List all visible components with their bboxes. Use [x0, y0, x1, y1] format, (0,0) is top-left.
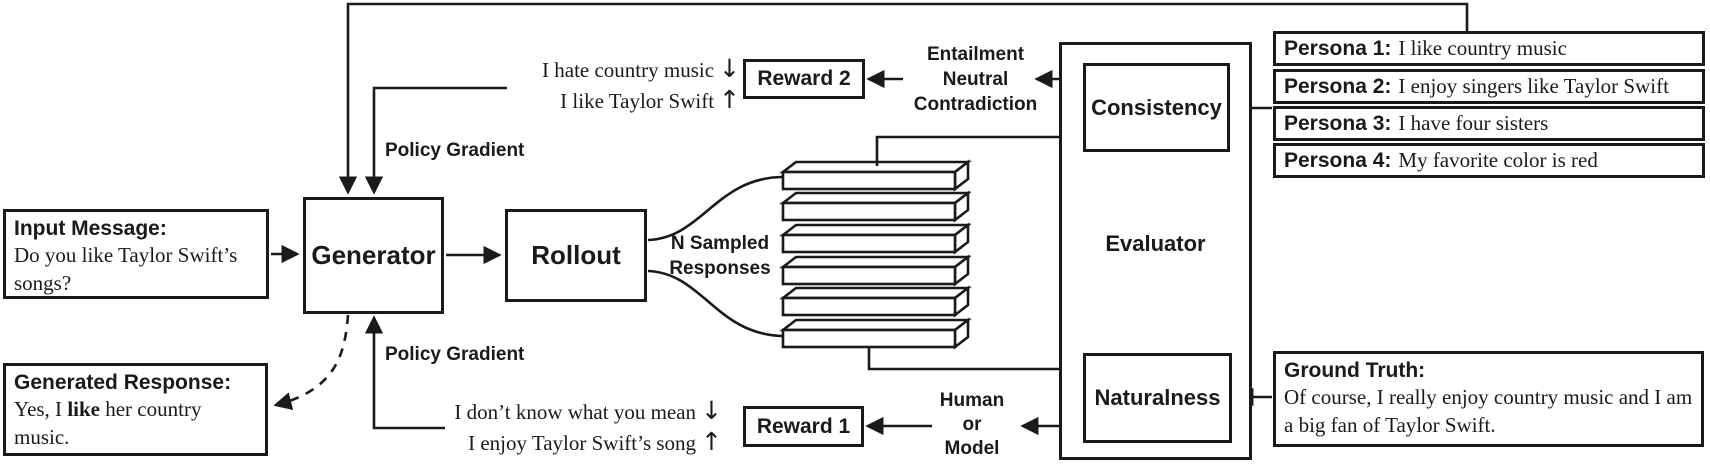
persona-row-4: Persona 4: My favorite color is red — [1273, 143, 1705, 178]
example-text: I enjoy Taylor Swift’s song — [468, 431, 697, 455]
rollout-label: Rollout — [531, 240, 621, 270]
up-arrow-icon: ↑ — [701, 427, 722, 456]
nli-neutral: Neutral — [942, 69, 1009, 90]
policy-gradient-line-bottom — [364, 315, 445, 430]
hom-human: Human — [939, 390, 1005, 411]
generator-box: Generator — [303, 197, 444, 314]
generator-label: Generator — [311, 240, 436, 270]
persona-row-3: Persona 3: I have four sisters — [1273, 106, 1705, 141]
persona-2-text: I enjoy singers like Taylor Swift — [1398, 74, 1669, 98]
nli-entailment: Entailment — [926, 44, 1025, 65]
generated-response-post: her country music. — [14, 397, 202, 449]
persona-4-text: My favorite color is red — [1398, 148, 1598, 172]
sampled-response-bar — [779, 285, 972, 318]
persona-1-text: I like country music — [1398, 36, 1567, 60]
nli-labels: Entailment Neutral Contradiction — [893, 42, 1058, 117]
nli-contradiction: Contradiction — [913, 94, 1038, 115]
generated-response-body: Yes, I like her country music. — [14, 396, 257, 451]
example-text: I like Taylor Swift — [560, 89, 715, 113]
input-message-box: Input Message: Do you like Taylor Swift’… — [3, 209, 269, 299]
ground-truth-body: Of course, I really enjoy country music … — [1284, 385, 1693, 437]
example-response-bottom-1: I don’t know what you mean↓ — [437, 396, 722, 425]
personas-to-generator-feedback-line — [338, 2, 1469, 195]
naturalness-label: Naturalness — [1094, 385, 1221, 410]
n-sampled-responses-label: N Sampled Responses — [661, 231, 779, 281]
generated-response-title: Generated Response: — [14, 371, 232, 394]
example-response-top-2: I like Taylor Swift↑ — [455, 85, 740, 114]
ground-truth-box: Ground Truth: Of course, I really enjoy … — [1273, 351, 1704, 447]
sampled-response-bar — [779, 317, 972, 350]
reward2-box: Reward 2 — [743, 59, 865, 99]
down-arrow-icon: ↓ — [719, 54, 740, 83]
policy-gradient-line-top — [364, 86, 507, 195]
ground-truth-title: Ground Truth: — [1284, 359, 1426, 382]
evaluator-label: Evaluator — [1105, 231, 1206, 256]
persona-1-label: Persona 1: — [1284, 36, 1392, 60]
persona-row-2: Persona 2: I enjoy singers like Taylor S… — [1273, 69, 1705, 104]
human-or-model-label: Human or Model — [902, 389, 1042, 461]
example-text: I hate country music — [542, 58, 715, 82]
responses-to-consistency-line — [875, 127, 1082, 166]
example-text: I don’t know what you mean — [454, 400, 697, 424]
hom-model: Model — [944, 438, 1000, 459]
example-response-bottom-2: I enjoy Taylor Swift’s song↑ — [437, 427, 722, 456]
rollout-box: Rollout — [505, 209, 647, 302]
rollout-fan-top — [647, 175, 783, 242]
generated-response-pre: Yes, I — [14, 397, 68, 422]
reward1-label: Reward 1 — [756, 414, 851, 438]
persona-4-label: Persona 4: — [1284, 148, 1392, 172]
responses-to-naturalness-line — [867, 346, 1082, 379]
policy-gradient-label-top: Policy Gradient — [385, 140, 525, 161]
n-sampled-line1: N Sampled — [670, 233, 770, 254]
reward2-label: Reward 2 — [757, 67, 851, 90]
sampled-response-bar — [779, 159, 972, 192]
persona-3-label: Persona 3: — [1284, 111, 1392, 135]
persona-2-label: Persona 2: — [1284, 74, 1392, 98]
sampled-response-bar — [779, 190, 972, 223]
input-message-body: Do you like Taylor Swift’s songs? — [14, 243, 238, 295]
consistency-box: Consistency — [1083, 63, 1230, 152]
sampled-response-bar — [779, 254, 972, 287]
naturalness-box: Naturalness — [1083, 353, 1232, 443]
generated-response-box: Generated Response: Yes, I like her coun… — [3, 363, 268, 456]
generated-response-bold-word: like — [67, 397, 100, 422]
hom-or: or — [962, 414, 982, 435]
consistency-label: Consistency — [1091, 94, 1222, 120]
example-response-top-1: I hate country music↓ — [455, 54, 740, 83]
reward1-box: Reward 1 — [743, 406, 864, 447]
down-arrow-icon: ↓ — [701, 396, 722, 425]
persona-3-text: I have four sisters — [1398, 111, 1549, 135]
sampled-response-bar — [779, 222, 972, 255]
persona-row-1: Persona 1: I like country music — [1273, 31, 1705, 66]
policy-gradient-label-bottom: Policy Gradient — [385, 344, 525, 365]
n-sampled-line2: Responses — [669, 258, 771, 279]
rollout-fan-bottom — [647, 269, 783, 338]
generator-to-generated-response-arrow — [273, 314, 350, 410]
input-message-title: Input Message: — [14, 217, 167, 240]
up-arrow-icon: ↑ — [719, 85, 740, 114]
